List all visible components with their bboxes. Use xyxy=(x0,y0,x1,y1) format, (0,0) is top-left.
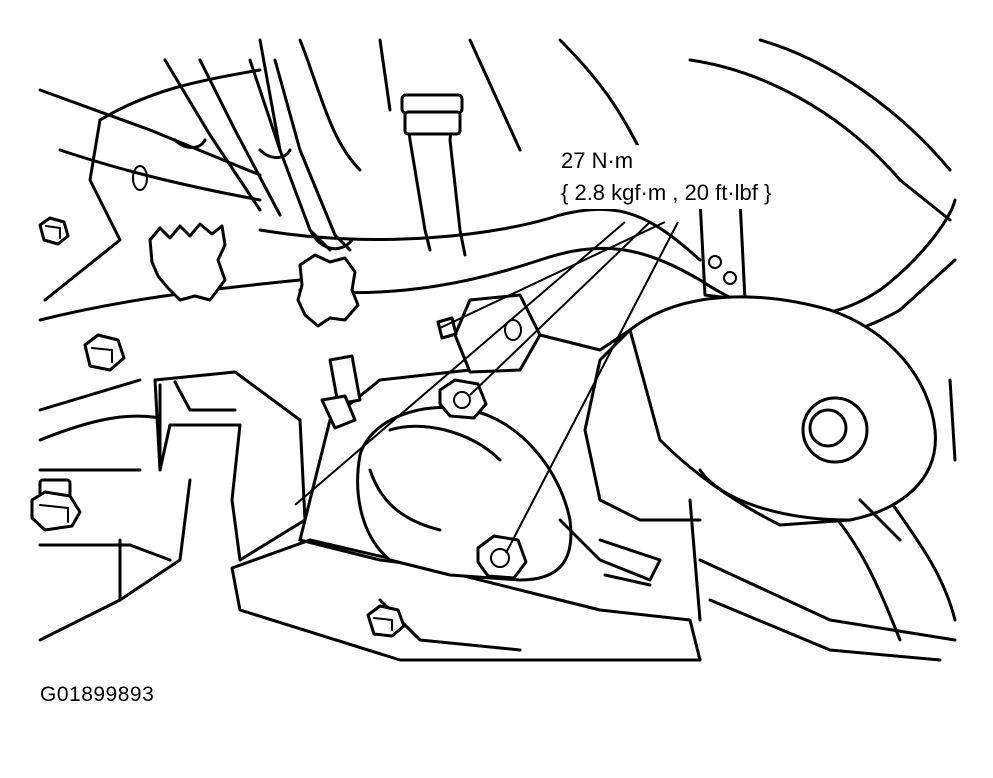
bolt-left xyxy=(83,333,126,372)
bolt-bottom xyxy=(366,604,406,638)
torque-value: 27 N·m xyxy=(561,148,634,173)
bolt-lower-left xyxy=(30,478,82,532)
figure-id: G01899893 xyxy=(40,683,155,706)
torque-specification-callout: 27 N·m { 2.8 kgf·m , 20 ft·lbf } xyxy=(557,145,776,209)
starter-motor xyxy=(583,295,957,662)
bolt-upper-left xyxy=(38,216,70,246)
bolt-lower-center xyxy=(476,534,528,580)
starter-bracket xyxy=(153,293,702,662)
torque-conversions: { 2.8 kgf·m , 20 ft·lbf } xyxy=(561,180,772,205)
torque-leader-lines xyxy=(294,221,679,554)
bolt-tab xyxy=(320,354,362,430)
torn-hose-ends xyxy=(148,222,360,328)
